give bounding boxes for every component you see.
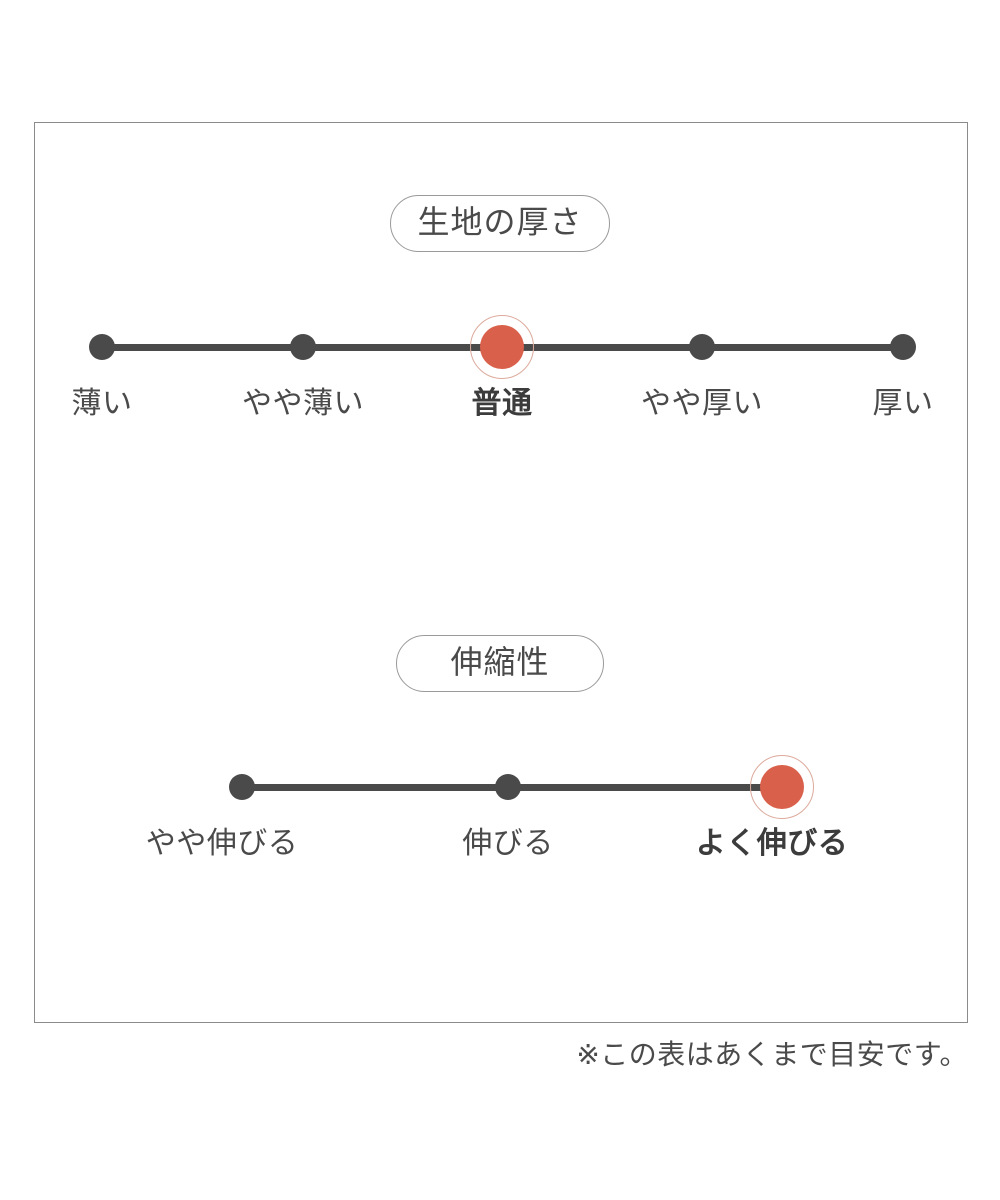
scale-label-thickness-4: 厚い xyxy=(872,387,934,420)
scale-stretch xyxy=(0,755,1000,819)
scale-label-thickness-1: やや薄い xyxy=(242,387,364,420)
scale-dot-thickness-2-selected[interactable] xyxy=(480,325,524,369)
scale-label-thickness-3: やや厚い xyxy=(641,387,763,420)
scale-dot-stretch-2-selected[interactable] xyxy=(760,765,804,809)
scale-dot-stretch-0[interactable] xyxy=(229,774,255,800)
scale-label-thickness-0: 薄い xyxy=(71,387,133,420)
scale-labels-stretch: やや伸びる 伸びる よく伸びる xyxy=(0,827,1000,871)
scale-dot-thickness-4[interactable] xyxy=(890,334,916,360)
scale-active-ring-stretch xyxy=(750,755,814,819)
scale-dot-thickness-1[interactable] xyxy=(290,334,316,360)
scale-dot-thickness-0[interactable] xyxy=(89,334,115,360)
scale-dot-stretch-1[interactable] xyxy=(495,774,521,800)
scale-label-thickness-2-selected: 普通 xyxy=(471,387,533,420)
scale-thickness xyxy=(0,315,1000,379)
section-fabric-thickness: 生地の厚さ 薄い やや薄い 普通 やや厚い 厚い xyxy=(0,195,1000,431)
scale-labels-thickness: 薄い やや薄い 普通 やや厚い 厚い xyxy=(0,387,1000,431)
scale-label-stretch-0: やや伸びる xyxy=(145,827,299,860)
chart-frame xyxy=(34,122,968,1023)
section-title-thickness: 生地の厚さ xyxy=(390,195,610,252)
scale-dot-thickness-3[interactable] xyxy=(689,334,715,360)
scale-label-stretch-2-selected: よく伸びる xyxy=(695,827,849,860)
scale-active-ring-thickness xyxy=(470,315,534,379)
section-fabric-stretch: 伸縮性 やや伸びる 伸びる よく伸びる xyxy=(0,635,1000,871)
section-title-stretch: 伸縮性 xyxy=(396,635,604,692)
scale-label-stretch-1: 伸びる xyxy=(462,827,554,860)
pill-wrap-thickness: 生地の厚さ xyxy=(0,195,1000,252)
footnote-disclaimer: ※この表はあくまで目安です。 xyxy=(576,1039,968,1070)
pill-wrap-stretch: 伸縮性 xyxy=(0,635,1000,692)
